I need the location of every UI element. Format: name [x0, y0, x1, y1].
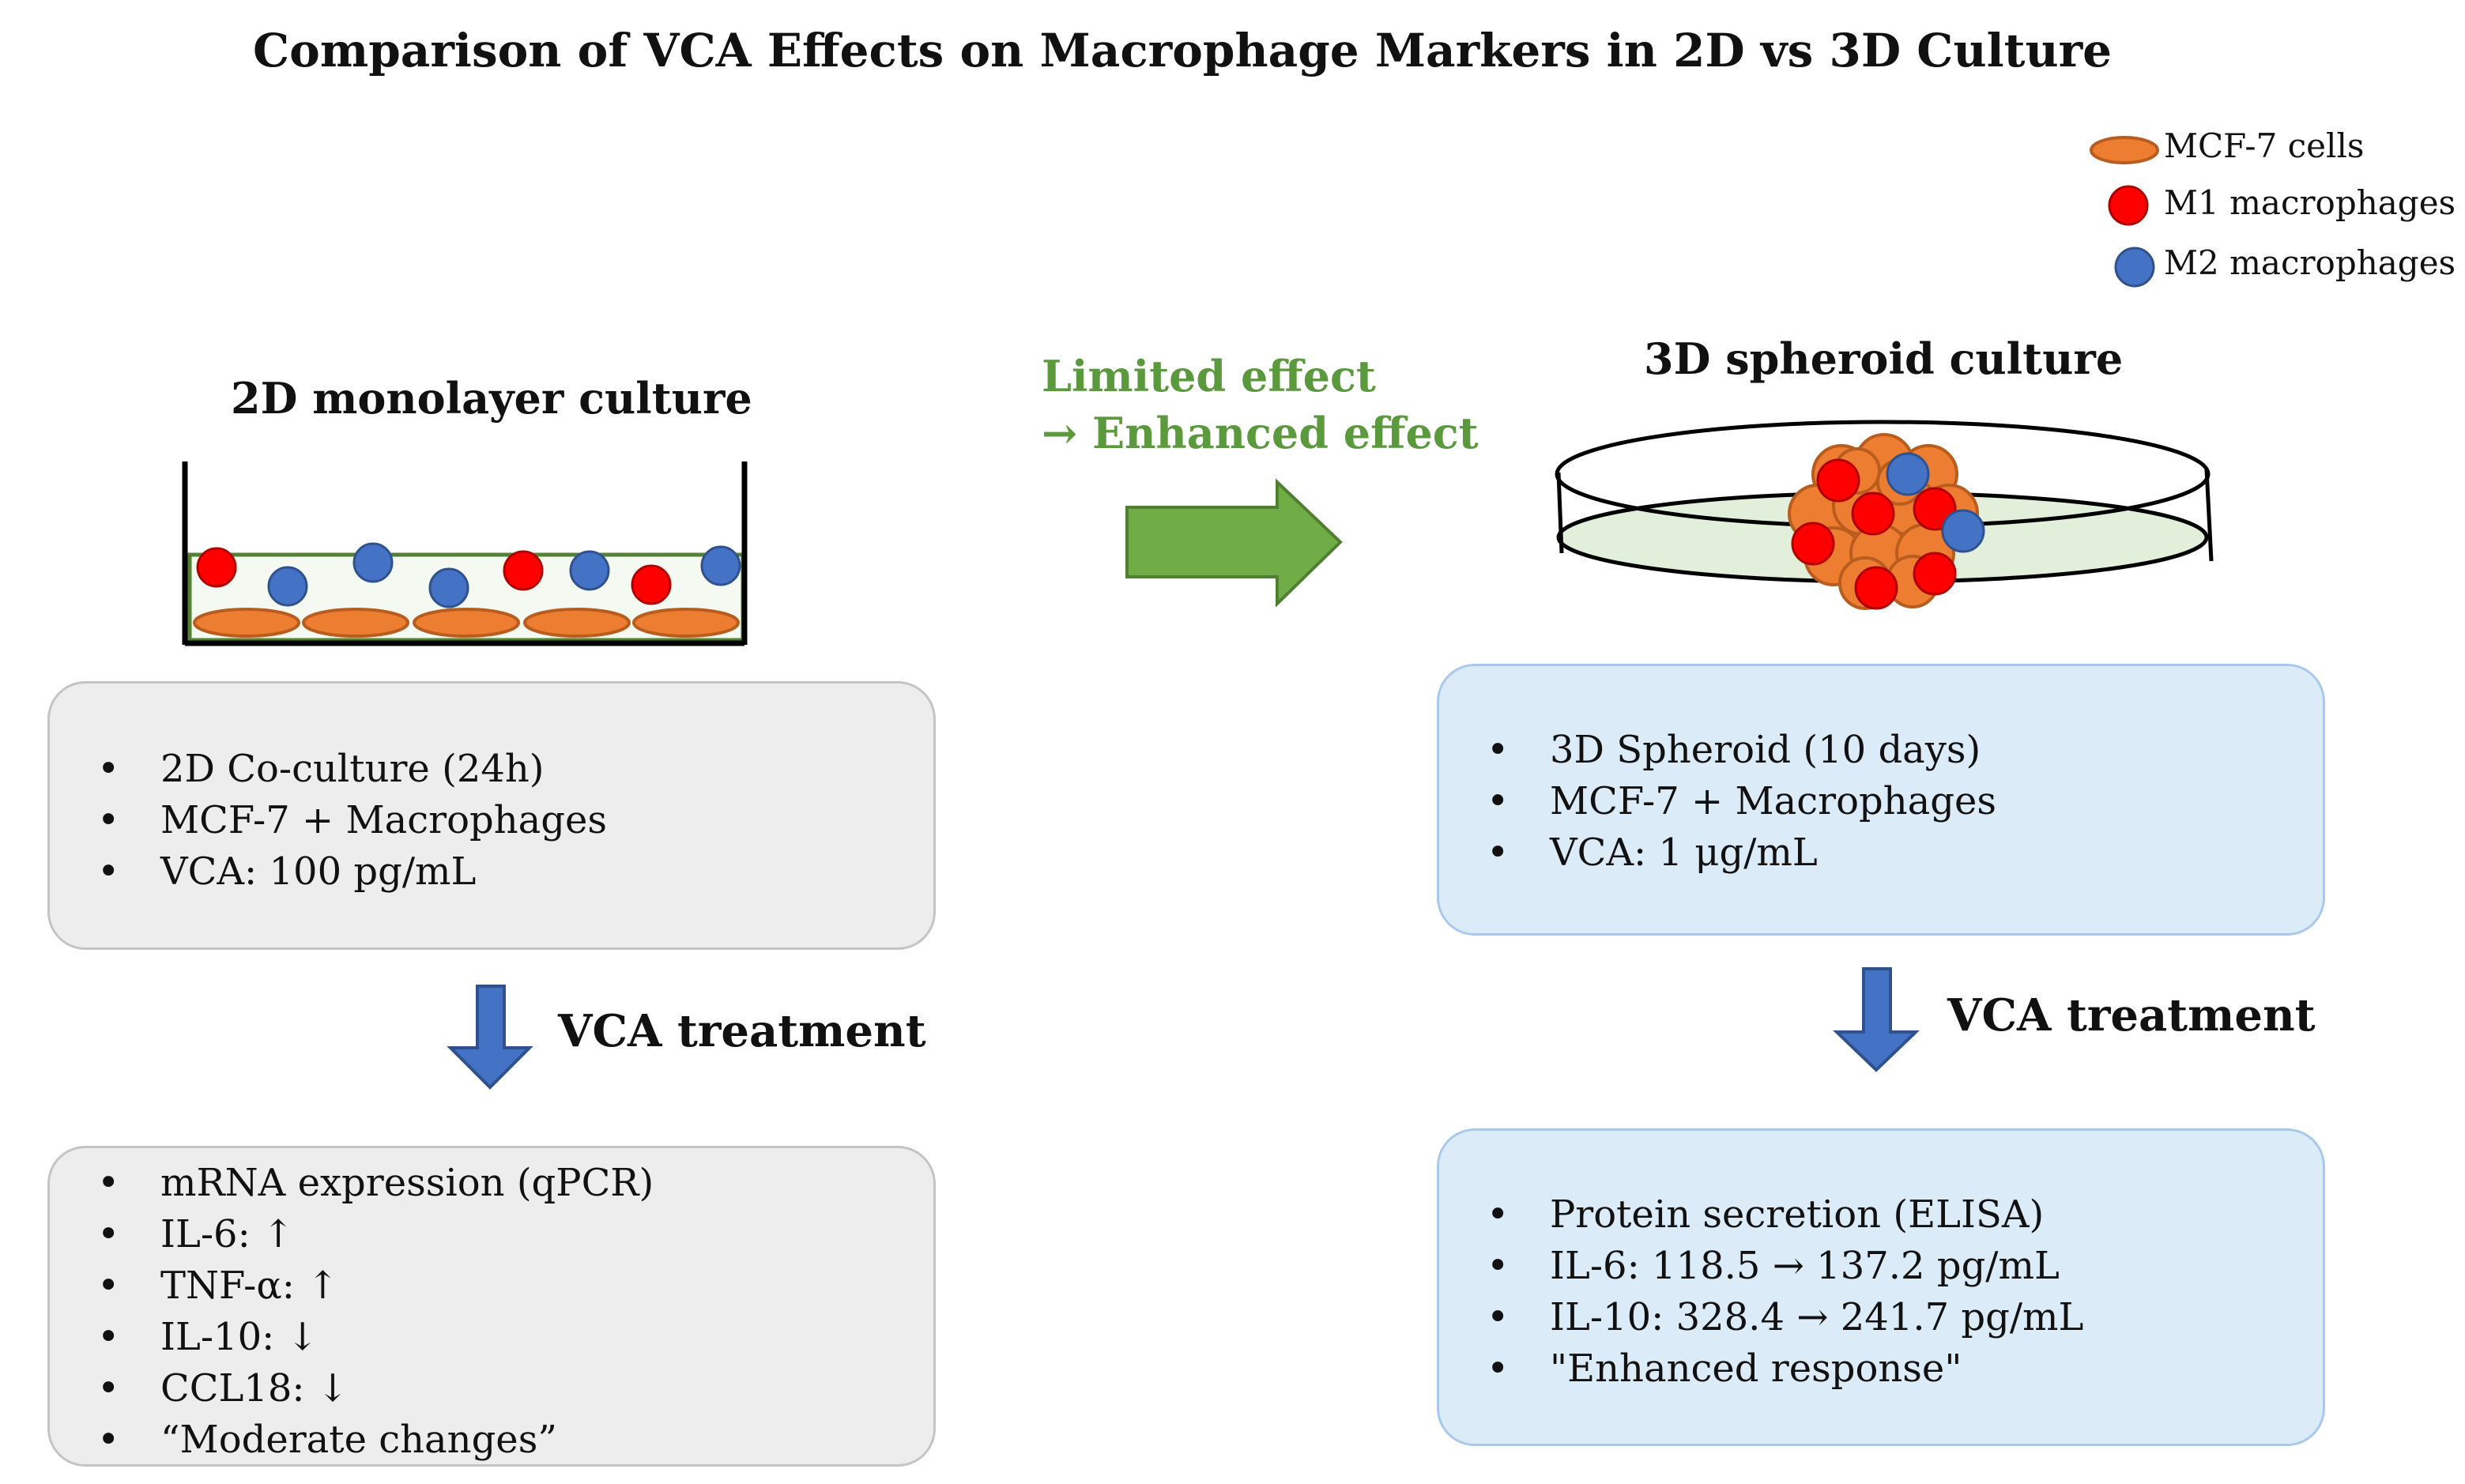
left-results-box: mRNA expression (qPCR) IL-6: ↑ TNF-α: ↑ …: [47, 1146, 936, 1467]
right-setup-list: 3D Spheroid (10 days) MCF-7 + Macrophage…: [1487, 725, 2323, 879]
mcf7-cell: [302, 608, 409, 638]
m1-macrophage: [503, 550, 544, 591]
list-item: “Moderate changes”: [97, 1414, 933, 1466]
right-panel-heading: 3D spheroid culture: [1644, 333, 2124, 384]
left-panel-heading: 2D monolayer culture: [231, 373, 752, 424]
legend-label: MCF-7 cells: [2164, 126, 2365, 165]
m1-macrophage: [1854, 566, 1898, 610]
right-results-list: Protein secretion (ELISA) IL-6: 118.5 → …: [1487, 1189, 2323, 1395]
list-item: Protein secretion (ELISA): [1487, 1189, 2323, 1241]
right-treatment-label: VCA treatment: [1947, 989, 2316, 1041]
m1-macrophage: [1913, 552, 1957, 596]
diagram-title: Comparison of VCA Effects on Macrophage …: [253, 24, 2113, 77]
list-item: IL-10: ↓: [97, 1312, 933, 1363]
m1-macrophage: [631, 564, 672, 605]
monolayer-well-illustration: [182, 461, 748, 646]
right-results-box: Protein secretion (ELISA) IL-6: 118.5 → …: [1437, 1128, 2325, 1446]
legend-item-m1: M1 macrophages: [2164, 183, 2456, 222]
list-item: CCL18: ↓: [97, 1363, 933, 1414]
list-item: MCF-7 + Macrophages: [97, 795, 933, 846]
list-item: TNF-α: ↑: [97, 1260, 933, 1312]
m2-macrophage: [569, 550, 610, 591]
m1-macrophage: [1816, 458, 1860, 503]
m2-macrophage: [1941, 509, 1985, 553]
right-setup-box: 3D Spheroid (10 days) MCF-7 + Macrophage…: [1437, 664, 2325, 936]
list-item: MCF-7 + Macrophages: [1487, 776, 2323, 827]
right-treatment-arrow: [1833, 967, 1920, 1072]
mcf7-cell: [523, 608, 631, 638]
m2-macrophage-icon: [2114, 247, 2155, 288]
left-results-list: mRNA expression (qPCR) IL-6: ↑ TNF-α: ↑ …: [97, 1158, 933, 1466]
legend-label: M2 macrophages: [2164, 243, 2456, 282]
transition-arrow: [1125, 478, 1343, 608]
list-item: IL-10: 328.4 → 241.7 pg/mL: [1487, 1292, 2323, 1343]
m2-macrophage: [352, 542, 394, 583]
transition-text-line1: Limited effect: [1042, 351, 1376, 401]
m2-macrophage: [700, 545, 741, 586]
m2-macrophage: [267, 566, 308, 607]
list-item: IL-6: ↑: [97, 1209, 933, 1260]
spheroid-dish-illustration: [1555, 420, 2214, 610]
m2-macrophage: [428, 567, 469, 608]
legend-item-mcf7: MCF-7 cells: [2164, 126, 2364, 165]
list-item: VCA: 1 μg/mL: [1487, 827, 2323, 879]
mcf7-cell: [413, 608, 520, 638]
list-item: mRNA expression (qPCR): [97, 1158, 933, 1209]
left-setup-box: 2D Co-culture (24h) MCF-7 + Macrophages …: [47, 681, 936, 950]
m1-macrophage-icon: [2108, 185, 2149, 226]
mcf7-cell: [632, 608, 740, 638]
list-item: "Enhanced response": [1487, 1343, 2323, 1395]
list-item: 2D Co-culture (24h): [97, 744, 933, 795]
m1-macrophage: [196, 547, 237, 588]
left-setup-list: 2D Co-culture (24h) MCF-7 + Macrophages …: [97, 744, 933, 898]
m1-macrophage: [1791, 522, 1835, 566]
m2-macrophage: [1886, 452, 1930, 496]
list-item: 3D Spheroid (10 days): [1487, 725, 2323, 776]
left-treatment-label: VCA treatment: [558, 1005, 926, 1057]
legend-item-m2: M2 macrophages: [2164, 243, 2456, 282]
list-item: IL-6: 118.5 → 137.2 pg/mL: [1487, 1241, 2323, 1292]
list-item: VCA: 100 pg/mL: [97, 846, 933, 898]
mcf7-cell: [193, 608, 300, 638]
m1-macrophage: [1851, 492, 1895, 536]
mcf7-cell-icon: [2090, 136, 2159, 164]
transition-text-line2: → Enhanced effect: [1042, 408, 1479, 458]
left-treatment-arrow: [447, 985, 533, 1090]
legend-label: M1 macrophages: [2164, 183, 2456, 222]
